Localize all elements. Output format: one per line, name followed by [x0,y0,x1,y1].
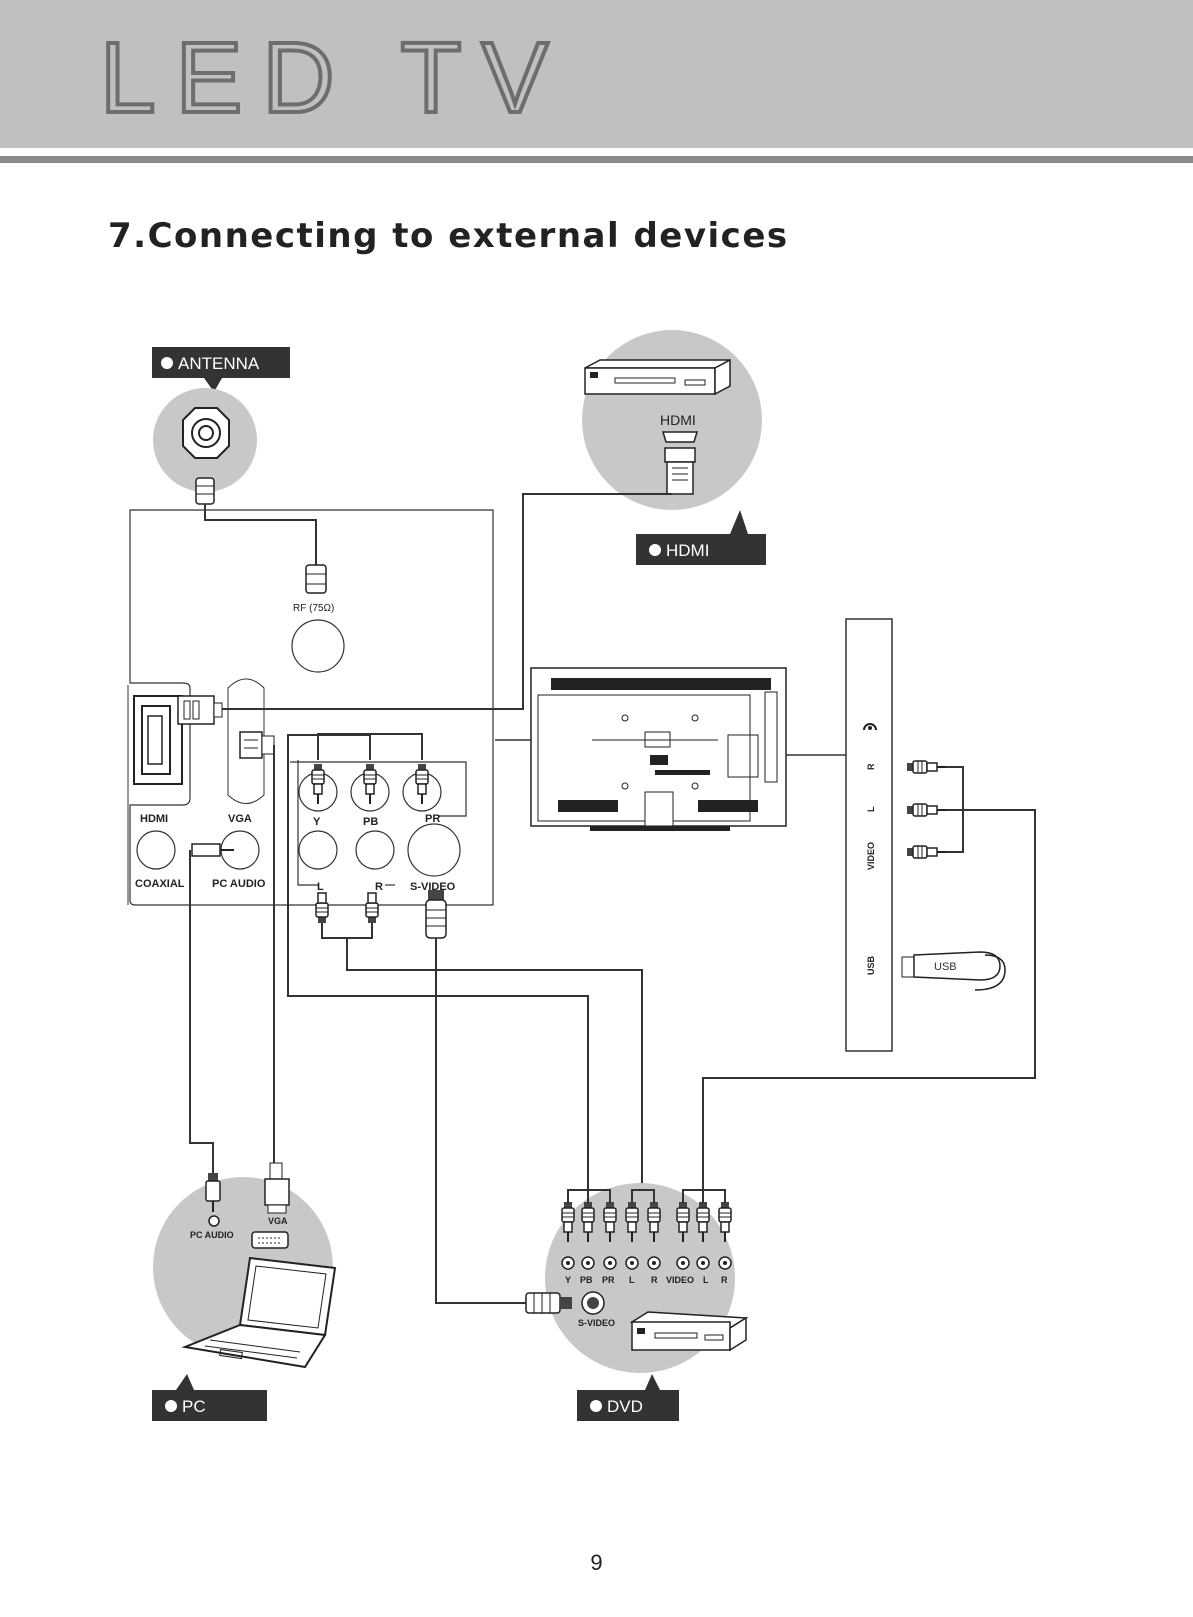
usb-stick-label: USB [934,961,957,973]
svg-text:HDMI: HDMI [666,541,709,560]
tv-pc-audio-label: PC AUDIO [212,878,266,890]
tv-vga-label: VGA [228,813,252,825]
dvd-svideo-label: S-VIDEO [578,1318,615,1328]
side-panel [846,619,892,1051]
svideo-cable [436,938,526,1303]
hdmi-tag: HDMI [636,510,766,565]
tv-hdmi-label: HDMI [140,813,168,825]
tv-r-label: R [375,881,383,893]
rf-label: RF (75Ω) [293,603,334,614]
svg-text:ANTENNA: ANTENNA [178,354,260,373]
hdmi-player-icon [585,360,730,394]
audio-l-plug-icon [316,893,328,923]
hdmi-plug-icon [663,432,697,494]
rf-plug-icon [306,565,326,593]
tv-hdmi-port[interactable] [134,696,182,784]
side-r-label: R [866,763,876,770]
pc-vga-plug-icon [265,1163,289,1213]
tv-pr-label: PR [425,813,440,825]
tv-l-label: L [317,881,324,893]
pc-vga-label: VGA [268,1216,288,1226]
dvd-l1-label: L [629,1275,635,1285]
rf-port[interactable] [292,620,344,672]
side-rca-plugs [907,761,947,858]
coaxial-port[interactable] [137,831,175,869]
dvd-pr-label: PR [602,1275,615,1285]
pc-audio-label: PC AUDIO [190,1230,234,1240]
hdmi-device-port-label: HDMI [660,412,696,428]
dvd-tag: DVD [577,1374,679,1421]
svideo-port[interactable] [408,824,460,876]
side-l-label: L [866,806,876,812]
svideo-plug-icon [426,890,446,938]
audio-r-port[interactable] [356,831,394,869]
dvd-y-label: Y [565,1275,571,1285]
tv-y-label: Y [313,816,321,828]
page-number: 9 [0,1550,1193,1576]
antenna-tag: ANTENNA [152,347,290,392]
audio-cable [347,938,642,1190]
tv-back-icon [531,668,786,831]
dvd-video-label: VIDEO [666,1275,694,1285]
audio-r-plug-icon [366,893,378,923]
dvd-player-icon [632,1312,746,1350]
side-usb-label: USB [866,955,876,975]
tv-pb-label: PB [363,816,378,828]
svg-text:DVD: DVD [607,1397,643,1416]
dvd-pb-label: PB [580,1275,593,1285]
pc-vga-port-icon [252,1232,288,1248]
svg-text:PC: PC [182,1397,206,1416]
audio-l-port[interactable] [299,831,337,869]
dvd-r1-label: R [651,1275,658,1285]
dvd-l2-label: L [703,1275,709,1285]
coaxial-label: COAXIAL [135,878,185,890]
dvd-r2-label: R [721,1275,728,1285]
side-video-label: VIDEO [866,842,876,870]
pc-tag: PC [152,1374,267,1421]
tv-vga-plug-icon [240,732,274,758]
